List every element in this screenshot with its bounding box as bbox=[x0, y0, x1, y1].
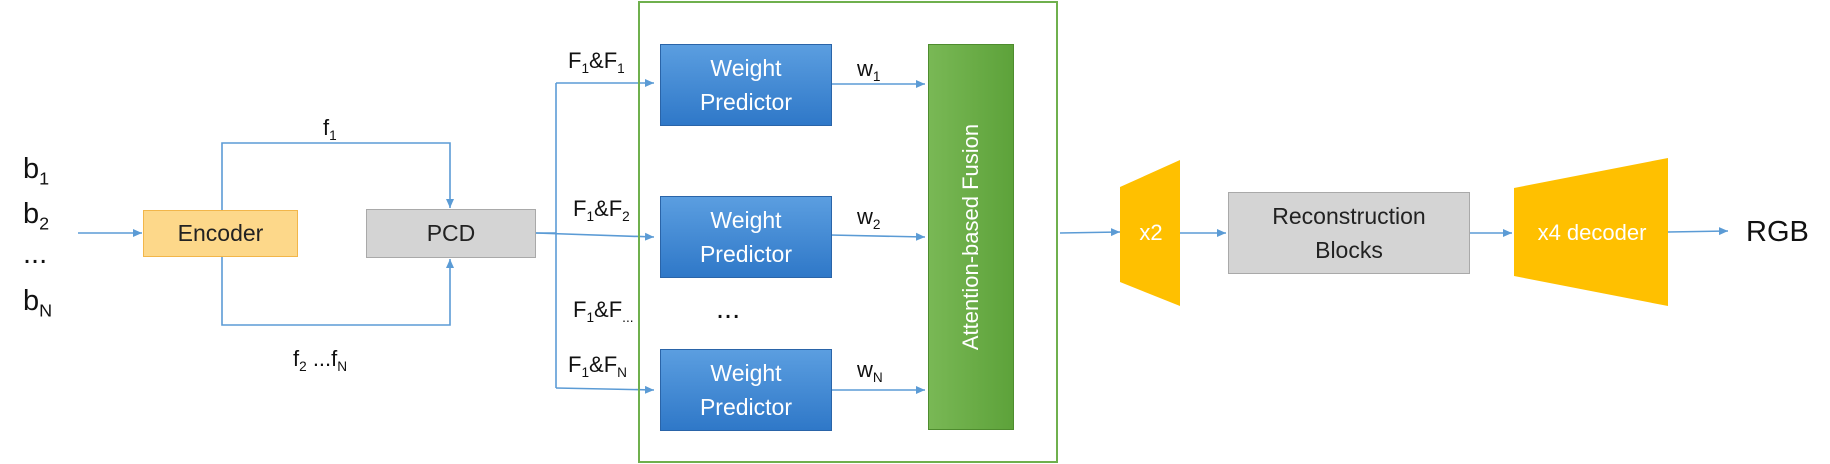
arrow-fusion-to-x2 bbox=[1059, 228, 1121, 237]
weight-label-wN: wN bbox=[857, 357, 883, 385]
pair-label-1: F1&F1 bbox=[568, 48, 625, 76]
arrow-w2-to-fusion bbox=[829, 232, 926, 241]
input-b1: b1 bbox=[23, 153, 50, 189]
weight-label-w1: w1 bbox=[857, 56, 881, 84]
encoder-label: Encoder bbox=[177, 220, 264, 246]
arrow-decoder-to-rgb bbox=[1667, 227, 1729, 236]
decoder-x4-trapezoid bbox=[1514, 158, 1668, 306]
pair-label-3: F1&F... bbox=[573, 297, 634, 325]
feature-label-f1: f1 bbox=[323, 115, 337, 143]
feature-label-f2-fN: f2 ...fN bbox=[293, 346, 348, 374]
weight-predictor-2: Weight Predictor bbox=[660, 196, 832, 278]
upsample-x2-trapezoid bbox=[1120, 160, 1180, 306]
weight-prediction-group bbox=[638, 1, 1058, 463]
arrow-f1-to-pcd bbox=[221, 142, 454, 215]
pcd-label: PCD bbox=[426, 220, 476, 246]
weight-predictor-1: Weight Predictor bbox=[660, 44, 832, 126]
attention-fusion-block: Attention-based Fusion bbox=[928, 44, 1014, 430]
weight-predictor-n: Weight Predictor bbox=[660, 349, 832, 431]
reconstruction-block: Reconstruction Blocks bbox=[1228, 192, 1470, 274]
reconstruction-line1: Reconstruction bbox=[1272, 203, 1426, 229]
pair-label-2: F1&F2 bbox=[573, 196, 630, 224]
pair-label-n: F1&FN bbox=[568, 352, 628, 380]
attention-fusion-label: Attention-based Fusion bbox=[958, 123, 983, 351]
input-dots: ... bbox=[23, 238, 48, 270]
weight-predictor-1-line1: Weight bbox=[710, 55, 782, 81]
weight-predictor-n-line2: Predictor bbox=[699, 394, 793, 420]
arrow-to-predictor-n bbox=[555, 385, 655, 394]
weight-predictor-2-line2: Predictor bbox=[699, 241, 793, 267]
weight-predictor-2-line1: Weight bbox=[710, 207, 782, 233]
weight-label-w2: w2 bbox=[857, 204, 881, 232]
arrow-f2-fN-to-pcd bbox=[221, 257, 454, 326]
predictor-dots: ... bbox=[716, 293, 741, 325]
upsample-x2-label: x2 bbox=[1139, 220, 1163, 245]
reconstruction-line2: Blocks bbox=[1315, 237, 1383, 263]
input-b2: b2 bbox=[23, 198, 50, 234]
pcd-block: PCD bbox=[366, 209, 536, 258]
weight-predictor-n-line1: Weight bbox=[710, 360, 782, 386]
output-rgb-label: RGB bbox=[1746, 216, 1809, 248]
arrow-to-predictor-2 bbox=[535, 232, 655, 241]
weight-predictor-1-line2: Predictor bbox=[699, 89, 793, 115]
decoder-x4-label: x4 decoder bbox=[1537, 220, 1647, 245]
input-bN: bN bbox=[23, 285, 53, 321]
encoder-block: Encoder bbox=[143, 210, 298, 257]
